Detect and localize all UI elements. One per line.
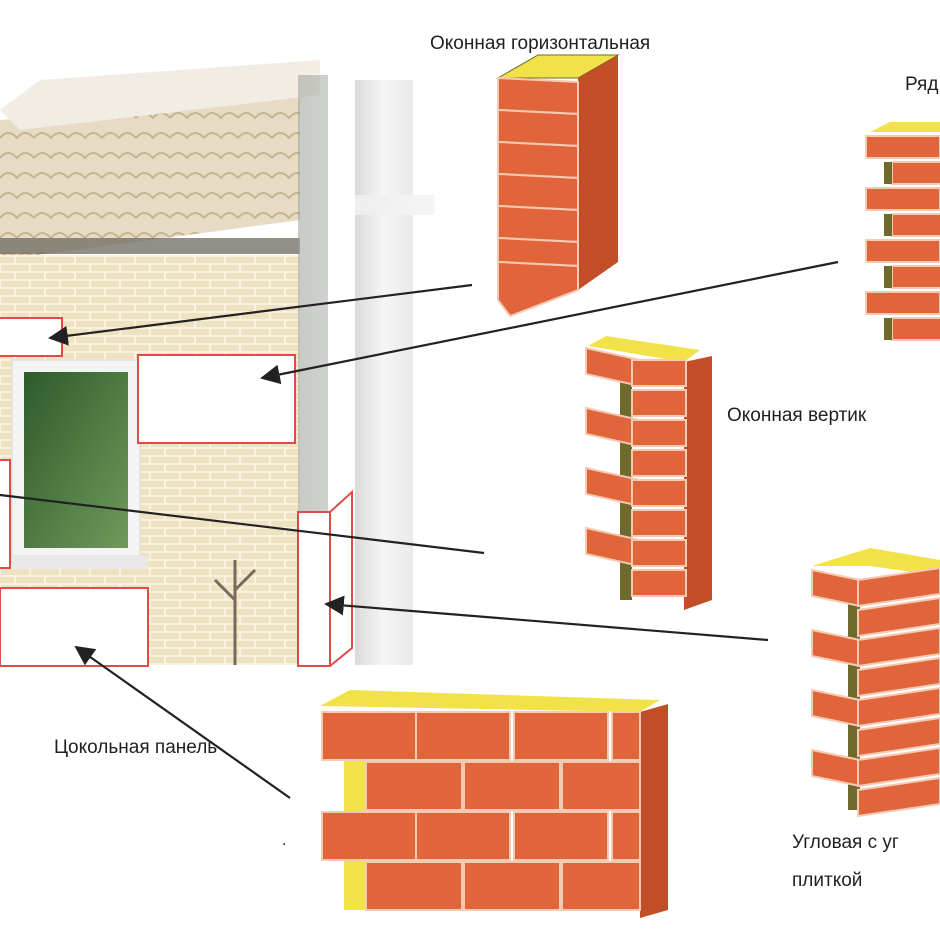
brick [497,108,579,148]
target-window-top-left [0,317,63,357]
panel-side [578,55,618,290]
arrow-corner [324,595,769,642]
brick [631,509,687,537]
brick [321,811,417,861]
panel-side [684,356,712,610]
brick [631,479,687,507]
brick [463,861,561,911]
brick [631,359,687,387]
brick [857,716,940,758]
brick [611,811,641,861]
label-corner-line1: Угловая с уг [792,832,899,853]
arrow-row [260,260,839,385]
target-corner [297,489,353,667]
brick [631,569,687,597]
arrow-window-horizontal [48,283,473,346]
label-row: Ряд [905,74,939,95]
insulation-top [812,548,940,576]
arrow-window-vertical [0,493,485,555]
label-corner-line2: плиткой [792,870,863,891]
brick [365,861,463,911]
target-window-lintel [137,354,296,444]
brick [497,76,579,116]
insulation-gap [884,162,892,184]
brick [865,291,940,315]
brick [857,746,940,788]
brick [631,449,687,477]
insulation-gap [884,266,892,288]
insulation-gap [884,318,892,340]
insulation-top [588,336,700,362]
target-plinth [0,587,149,667]
brick [513,711,609,761]
brick [857,686,940,728]
brick [463,761,561,811]
label-plinth-panel: Цокольная панель [54,737,218,758]
brick [631,389,687,417]
brick [561,861,641,911]
brick [561,761,641,811]
label-window-vertical: Оконная вертик [727,405,867,426]
insulation-top [320,690,660,712]
house-photo [0,60,450,670]
brick [631,539,687,567]
brick [365,761,463,811]
panel-side [640,704,668,918]
brick [497,172,579,212]
brick [857,776,940,818]
window-vertical-panel [585,336,712,610]
insulation-top [870,122,940,132]
brick [865,239,940,263]
brick [811,568,861,608]
pointer-arrows [0,260,839,799]
target-window-side [0,459,11,569]
brick [891,213,940,237]
brick [865,187,940,211]
brick [611,711,641,761]
row-panel [865,122,940,341]
brick [891,265,940,289]
corner-panel [811,548,940,818]
brick [513,811,609,861]
plinth-panel [320,690,668,918]
brick [857,656,940,698]
brick [857,566,940,608]
brick [857,626,940,668]
brick [415,811,511,861]
brick [415,711,511,761]
brick [891,161,940,185]
insulation-gap [884,214,892,236]
brick [321,711,417,761]
brick [631,419,687,447]
stray-dot: . [282,832,287,849]
brick [497,204,579,244]
brick [497,140,579,180]
arrow-plinth [74,645,291,799]
label-window-horizontal: Оконная горизонтальная [430,33,651,54]
brick [497,260,579,318]
brick [857,596,940,638]
window-horizontal-panel [496,54,620,318]
brick [865,135,940,159]
brick [891,317,940,341]
